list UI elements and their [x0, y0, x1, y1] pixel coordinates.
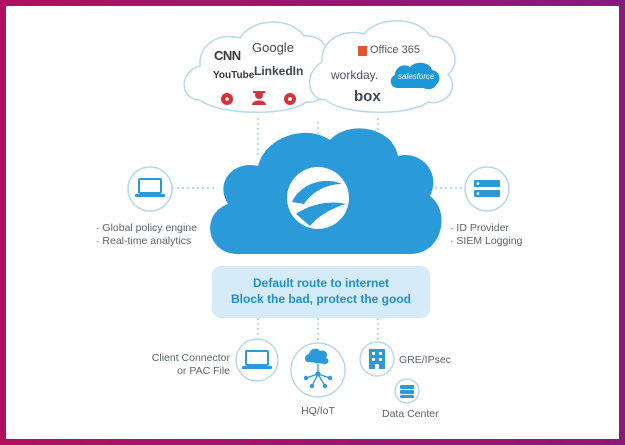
zscaler-logo: [287, 167, 349, 229]
iot-network-icon: [290, 342, 346, 398]
right-node-item: · ID Provider: [450, 222, 509, 234]
hacker-icon: [252, 91, 266, 105]
client-connector-laptop-icon: [235, 338, 279, 382]
linkedin-logo: LinkedIn: [254, 64, 304, 78]
hq-iot-label: HQ/IoT: [301, 405, 335, 417]
banner-line-2: Block the bad, protect the good: [230, 292, 411, 306]
saas-cloud-outline: [183, 21, 330, 113]
biohazard-icon: [284, 93, 296, 105]
left-node-item: · Global policy engine: [96, 222, 197, 234]
right-node-item: · SIEM Logging: [450, 235, 523, 247]
data-center-label: Data Center: [382, 408, 439, 420]
enterprise-cloud-outline: [308, 20, 456, 113]
policy-banner: [212, 266, 430, 318]
office365-logo: Office 365: [370, 44, 420, 56]
salesforce-logo-cloud: [390, 62, 440, 90]
youtube-logo: YouTube: [213, 70, 255, 81]
building-icon: [359, 341, 395, 377]
radiation-icon: [221, 93, 233, 105]
cnn-logo: CNN: [214, 48, 241, 63]
server-icon: [464, 166, 510, 212]
google-logo: Google: [252, 40, 294, 55]
left-node-item: · Real-time analytics: [96, 235, 192, 247]
salesforce-logo: salesforce: [398, 72, 435, 81]
laptop-icon: [127, 166, 173, 212]
data-center-icon: [394, 378, 420, 404]
office-logo-icon: [358, 46, 367, 56]
banner-line-1: Default route to internet: [252, 276, 389, 290]
box-logo: box: [354, 88, 381, 105]
gre-ipsec-label: GRE/IPsec: [399, 354, 451, 366]
client-connector-label: Client Connector or PAC File: [151, 352, 230, 377]
workday-logo: workday.: [331, 68, 379, 82]
